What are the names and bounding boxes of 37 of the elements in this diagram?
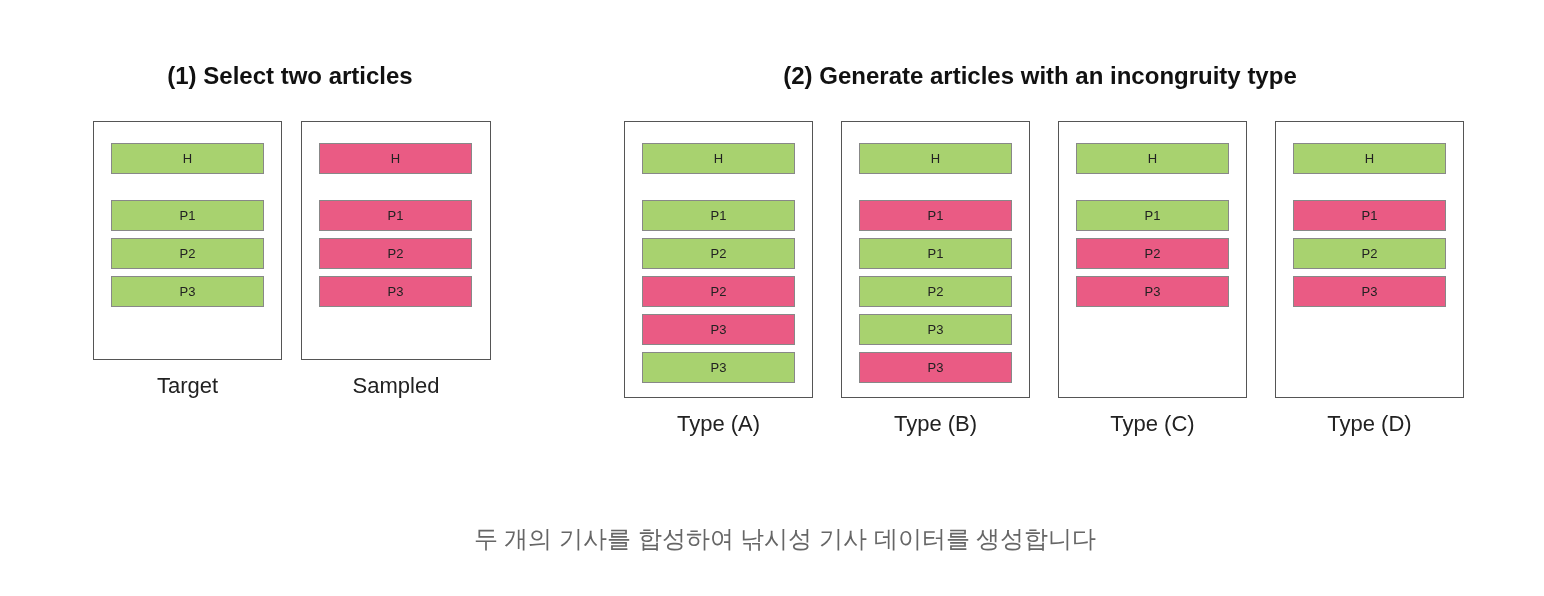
paragraph-bar: P3 bbox=[859, 352, 1012, 383]
paragraph-bar: P2 bbox=[642, 276, 795, 307]
paragraph-bar: P3 bbox=[319, 276, 472, 307]
paragraph-bar: P1 bbox=[1293, 200, 1446, 231]
paragraph-bar: P3 bbox=[642, 314, 795, 345]
panel-caption: Type (A) bbox=[675, 411, 762, 437]
section-heading: (2) Generate articles with an incongruity type bbox=[782, 62, 1298, 90]
headline-bar: H bbox=[859, 143, 1012, 174]
headline-bar: H bbox=[1293, 143, 1446, 174]
panel-caption: Type (C) bbox=[1109, 411, 1196, 437]
panel-caption: Target bbox=[155, 373, 220, 399]
headline-bar: H bbox=[1076, 143, 1229, 174]
paragraph-bar: P3 bbox=[642, 352, 795, 383]
paragraph-bar: P1 bbox=[111, 200, 264, 231]
paragraph-bar: P2 bbox=[642, 238, 795, 269]
caption: 두 개의 기사를 합성하여 낚시성 기사 데이터를 생성합니다 bbox=[472, 524, 1098, 554]
paragraph-bar: P1 bbox=[319, 200, 472, 231]
paragraph-bar: P2 bbox=[1293, 238, 1446, 269]
headline-bar: H bbox=[319, 143, 472, 174]
paragraph-bar: P3 bbox=[1076, 276, 1229, 307]
headline-bar: H bbox=[642, 143, 795, 174]
paragraph-bar: P1 bbox=[1076, 200, 1229, 231]
headline-bar: H bbox=[111, 143, 264, 174]
paragraph-bar: P2 bbox=[319, 238, 472, 269]
panel-caption: Sampled bbox=[351, 373, 441, 399]
paragraph-bar: P1 bbox=[859, 200, 1012, 231]
paragraph-bar: P3 bbox=[1293, 276, 1446, 307]
panel-caption: Type (D) bbox=[1326, 411, 1413, 437]
paragraph-bar: P1 bbox=[642, 200, 795, 231]
paragraph-bar: P2 bbox=[859, 276, 1012, 307]
panel-caption: Type (B) bbox=[892, 411, 979, 437]
paragraph-bar: P3 bbox=[111, 276, 264, 307]
paragraph-bar: P1 bbox=[859, 238, 1012, 269]
paragraph-bar: P2 bbox=[1076, 238, 1229, 269]
section-heading: (1) Select two articles bbox=[166, 62, 414, 90]
paragraph-bar: P2 bbox=[111, 238, 264, 269]
paragraph-bar: P3 bbox=[859, 314, 1012, 345]
